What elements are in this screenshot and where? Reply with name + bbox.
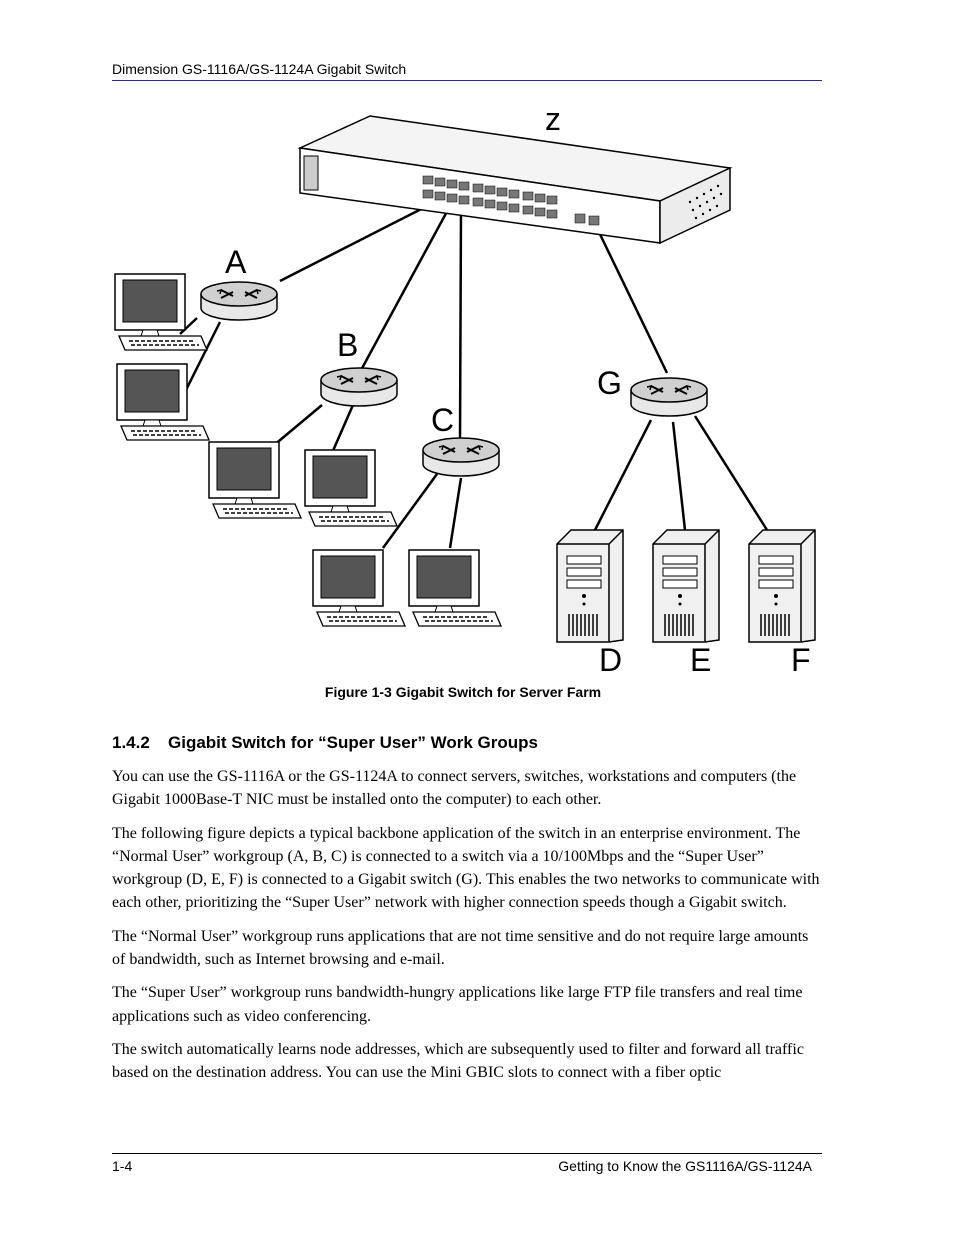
footer-rule: [112, 1153, 822, 1154]
server-d-icon: [556, 529, 624, 643]
router-g-icon: [630, 377, 708, 417]
paragraph: The switch automatically learns node add…: [112, 1040, 804, 1082]
paragraph: The “Super User” workgroup runs bandwidt…: [112, 984, 803, 1025]
label-a: A: [225, 244, 247, 280]
computer-icon: [208, 441, 302, 519]
figure-caption: Figure 1-3 Gigabit Switch for Server Far…: [324, 684, 602, 700]
label-g: G: [597, 365, 622, 401]
router-b-icon: [320, 367, 398, 407]
paragraph: You can use the GS-1116A or the GS-1124A…: [112, 768, 797, 809]
router-a-icon: [200, 281, 278, 321]
server-e-icon: [652, 529, 720, 643]
label-e: E: [690, 642, 711, 678]
label-d: D: [599, 642, 622, 678]
router-c-icon: [422, 437, 500, 477]
computer-icon: [408, 549, 502, 627]
paragraph: The following figure depicts a typical b…: [112, 824, 820, 912]
label-c: C: [431, 402, 454, 438]
computer-icon: [114, 273, 208, 351]
section-number: 1.4.2: [112, 733, 150, 752]
body-text: You can use the GS-1116A or the GS-1124A…: [112, 765, 822, 1095]
label-f: F: [791, 642, 811, 678]
computer-icon: [304, 449, 398, 527]
network-diagram: z A B C G D E F: [114, 101, 816, 678]
chapter-title: Getting to Know the GS1116A/GS-1124A: [558, 1158, 812, 1174]
header-rule: [112, 80, 822, 81]
paragraph: The “Normal User” workgroup runs applica…: [112, 927, 809, 969]
running-header: Dimension GS-1116A/GS-1124A Gigabit Swit…: [112, 61, 407, 77]
label-b: B: [337, 327, 358, 363]
page-number: 1-4: [112, 1158, 133, 1174]
server-f-icon: [748, 529, 816, 643]
computer-icon: [312, 549, 406, 627]
computer-icon: [116, 363, 210, 441]
connection-lines: [179, 200, 769, 549]
gigabit-switch-z: [297, 115, 733, 245]
label-z: z: [545, 101, 561, 137]
section-title: Gigabit Switch for “Super User” Work Gro…: [168, 733, 538, 752]
section-heading: 1.4.2 Gigabit Switch for “Super User” Wor…: [112, 733, 538, 753]
